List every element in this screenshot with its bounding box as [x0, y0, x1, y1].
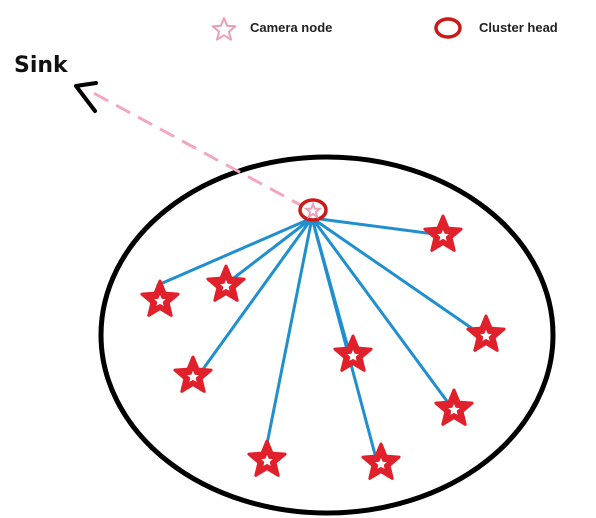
camera-node-highlight	[154, 294, 166, 306]
legend-camera-node-label: Camera node	[250, 20, 332, 35]
camera-node-legend-star-icon	[211, 17, 237, 41]
member-link	[310, 216, 352, 357]
legend: Camera node Cluster head	[211, 17, 558, 41]
legend-cluster-head: Cluster head	[434, 17, 558, 39]
member-link	[263, 216, 314, 456]
cluster-head-star-icon	[303, 201, 323, 219]
camera-node-highlight	[480, 329, 492, 341]
legend-cluster-head-label: Cluster head	[479, 20, 558, 35]
member-link	[310, 216, 444, 237]
sink-link	[87, 88, 307, 210]
camera-node-highlight	[261, 454, 273, 466]
camera-nodes	[140, 214, 506, 480]
member-link	[191, 216, 314, 385]
member-link	[156, 216, 314, 287]
camera-node-highlight	[347, 349, 359, 361]
member-links	[156, 216, 485, 464]
member-link	[224, 216, 314, 286]
camera-node-highlight	[187, 370, 199, 382]
camera-node-highlight	[220, 279, 232, 291]
cluster-head-legend-ring-icon	[434, 17, 462, 39]
camera-node-highlight	[375, 457, 387, 469]
member-link	[310, 216, 454, 410]
cluster-boundary	[98, 154, 556, 516]
member-link	[310, 216, 485, 338]
sink-label: Sink	[14, 53, 69, 78]
legend-camera-node: Camera node	[211, 17, 332, 41]
sink-arrowhead-icon	[74, 81, 98, 113]
cluster-head	[298, 198, 328, 222]
camera-node-highlight	[448, 403, 460, 415]
camera-node-highlight	[437, 229, 449, 241]
